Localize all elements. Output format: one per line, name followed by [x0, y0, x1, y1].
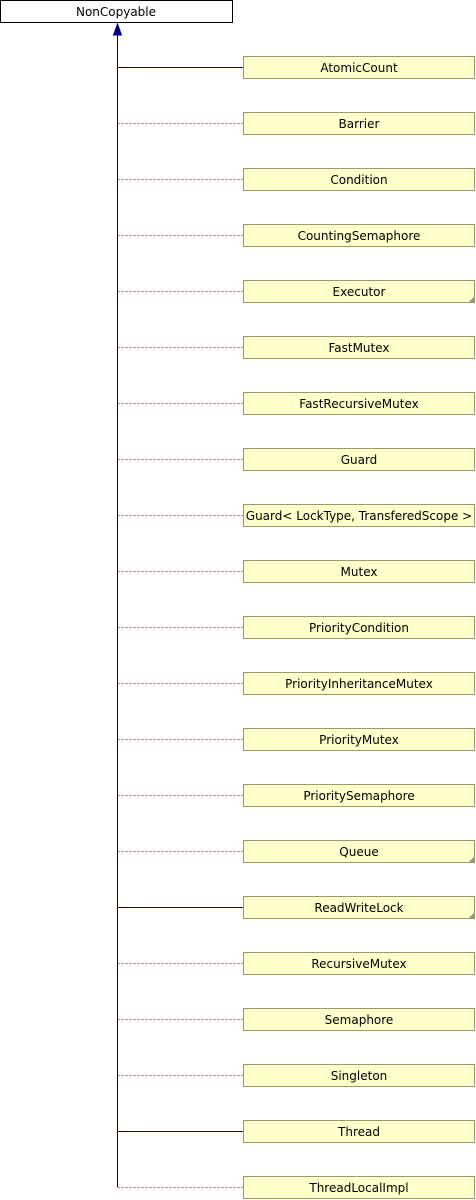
subclass-node-box [243, 896, 475, 919]
subclass-node-box [243, 1120, 475, 1143]
subclass-node[interactable]: Mutex [243, 560, 475, 583]
inheritance-edges [117, 67, 244, 1188]
subclass-node-label: PrioritySemaphore [303, 789, 414, 803]
fold-corner-icon [467, 911, 475, 919]
subclass-node[interactable]: AtomicCount [243, 56, 475, 79]
subclass-node-box [243, 1064, 475, 1087]
subclass-node-label: Thread [337, 1125, 380, 1139]
subclass-node-label: PriorityCondition [309, 621, 409, 635]
fold-corner-icon [467, 855, 475, 863]
subclass-node[interactable]: FastMutex [243, 336, 475, 359]
subclass-node-box [243, 728, 475, 751]
subclass-node[interactable]: Singleton [243, 1064, 475, 1087]
subclass-node[interactable]: ReadWriteLock [243, 896, 475, 919]
subclass-node-label: Barrier [339, 117, 380, 131]
subclass-node[interactable]: CountingSemaphore [243, 224, 475, 247]
subclass-node-box [243, 392, 475, 415]
subclass-nodes: AtomicCountBarrierConditionCountingSemap… [243, 56, 475, 1199]
subclass-node-label: PriorityInheritanceMutex [285, 677, 433, 691]
subclass-node-label: RecursiveMutex [311, 957, 406, 971]
subclass-node-label: Condition [330, 173, 387, 187]
subclass-node-label: FastRecursiveMutex [299, 397, 418, 411]
subclass-node-label: Executor [333, 285, 386, 299]
subclass-node-label: Guard< LockType, TransferedScope > [246, 509, 472, 523]
subclass-node[interactable]: PrioritySemaphore [243, 784, 475, 807]
subclass-node-box [243, 560, 475, 583]
subclass-node[interactable]: Guard [243, 448, 475, 471]
subclass-node-label: Mutex [341, 565, 378, 579]
subclass-node-box [243, 952, 475, 975]
subclass-node[interactable]: Thread [243, 1120, 475, 1143]
subclass-node-label: CountingSemaphore [298, 229, 421, 243]
subclass-node[interactable]: Barrier [243, 112, 475, 135]
subclass-node-box [243, 112, 475, 135]
subclass-node[interactable]: Executor [243, 280, 475, 303]
subclass-node-label: Semaphore [325, 1013, 394, 1027]
subclass-node-box [243, 784, 475, 807]
root-node[interactable]: NonCopyable [0, 0, 233, 23]
fold-corner-icon [467, 295, 475, 303]
subclass-node[interactable]: RecursiveMutex [243, 952, 475, 975]
subclass-node-box [243, 840, 475, 863]
subclass-node[interactable]: FastRecursiveMutex [243, 392, 475, 415]
subclass-node[interactable]: Semaphore [243, 1008, 475, 1031]
subclass-node[interactable]: PriorityInheritanceMutex [243, 672, 475, 695]
subclass-node-box [243, 616, 475, 639]
subclass-node[interactable]: PriorityMutex [243, 728, 475, 751]
subclass-node-box [243, 168, 475, 191]
subclass-node-label: PriorityMutex [319, 733, 399, 747]
subclass-node-label: Singleton [331, 1069, 388, 1083]
subclass-node[interactable]: Condition [243, 168, 475, 191]
subclass-node-label: FastMutex [328, 341, 389, 355]
subclass-node-box [243, 224, 475, 247]
root-node-box [0, 0, 233, 23]
subclass-node-box [243, 280, 475, 303]
subclass-node-label: ThreadLocalImpl [308, 1181, 408, 1195]
arrowhead [112, 22, 123, 36]
subclass-node-box [243, 56, 475, 79]
subclass-node-label: Queue [339, 845, 378, 859]
root-node-label: NonCopyable [76, 5, 156, 19]
subclass-node-box [243, 336, 475, 359]
subclass-node-box [243, 448, 475, 471]
subclass-node-label: Guard [341, 453, 378, 467]
inheritance-trunk [112, 22, 123, 1187]
subclass-node[interactable]: ThreadLocalImpl [243, 1176, 475, 1199]
subclass-node-box [243, 1008, 475, 1031]
subclass-node-label: ReadWriteLock [314, 901, 403, 915]
subclass-node-box [243, 504, 475, 527]
subclass-node[interactable]: Queue [243, 840, 475, 863]
subclass-node-box [243, 1176, 475, 1199]
subclass-node[interactable]: PriorityCondition [243, 616, 475, 639]
subclass-node-label: AtomicCount [320, 61, 398, 75]
subclass-node[interactable]: Guard< LockType, TransferedScope > [243, 504, 475, 527]
subclass-node-box [243, 672, 475, 695]
